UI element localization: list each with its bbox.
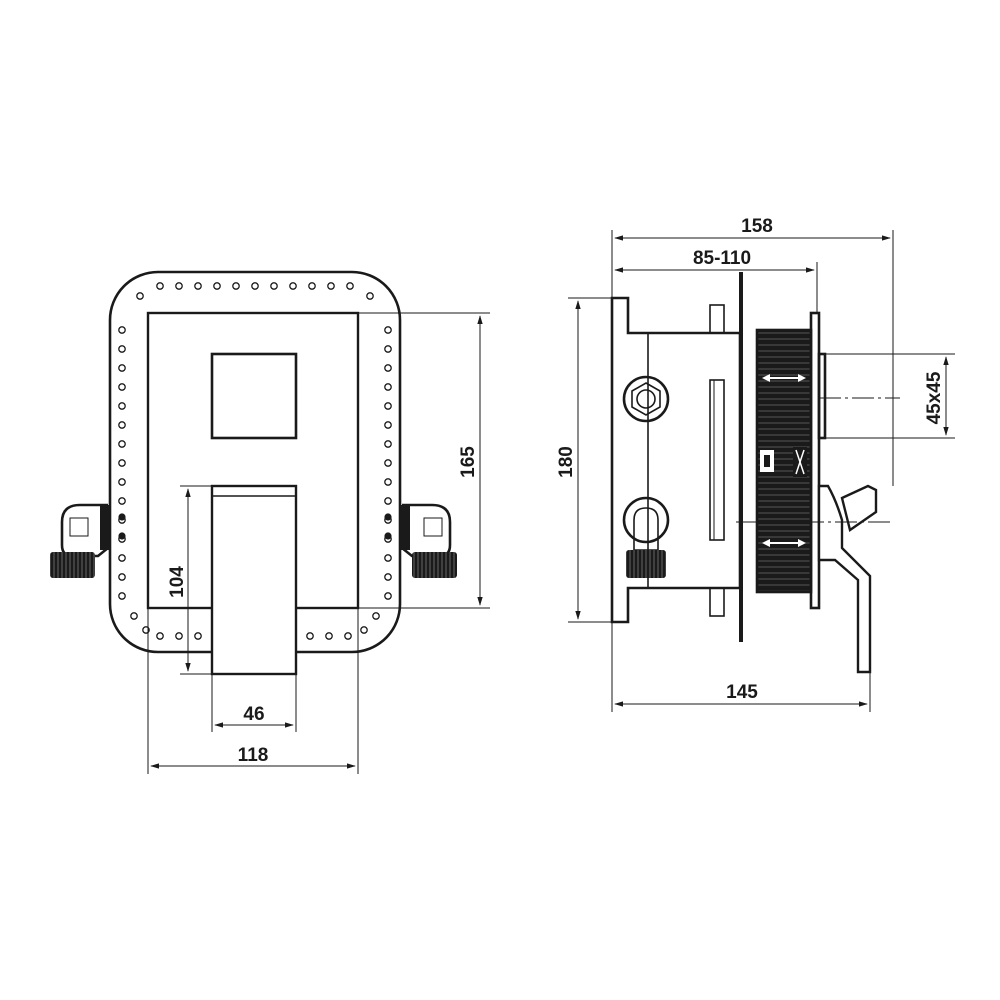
screw-hole	[118, 402, 126, 410]
screw-hole	[213, 282, 221, 290]
screw-hole	[360, 626, 368, 634]
dim-46: 46	[211, 674, 297, 732]
screw-hole	[384, 364, 392, 372]
dim-180: 180	[556, 297, 612, 623]
screw-hole	[118, 478, 126, 486]
dim-45x45-label: 45x45	[924, 371, 945, 424]
lower-outlet-thread	[626, 550, 666, 578]
dim-165-label: 165	[458, 446, 479, 478]
side-view: 158 85-110 180 45x45 145	[556, 216, 955, 712]
screw-hole	[118, 592, 126, 600]
side-lever-handle	[817, 484, 872, 674]
screw-hole	[384, 326, 392, 334]
screw-hole-filled	[118, 513, 126, 521]
screw-hole	[327, 282, 335, 290]
dim-180-label: 180	[556, 446, 577, 478]
screw-hole	[175, 632, 183, 640]
dim-158-label: 158	[741, 216, 773, 237]
screw-hole	[384, 440, 392, 448]
screw-hole	[136, 292, 144, 300]
screw-hole	[194, 282, 202, 290]
dim-158: 158	[611, 216, 894, 486]
screw-hole	[232, 282, 240, 290]
dim-85-110-label: 85-110	[693, 248, 751, 269]
screw-hole	[194, 632, 202, 640]
screw-hole-filled	[118, 532, 126, 540]
screw-hole	[384, 421, 392, 429]
screw-hole	[118, 554, 126, 562]
max-marking	[793, 447, 807, 477]
screw-hole	[346, 282, 354, 290]
left-inlet-thread	[50, 552, 95, 578]
screw-hole	[118, 497, 126, 505]
dim-145: 145	[611, 622, 871, 712]
screw-hole	[325, 632, 333, 640]
screw-hole	[384, 592, 392, 600]
screw-hole	[270, 282, 278, 290]
screw-hole-filled	[384, 532, 392, 540]
dim-104: 104	[167, 485, 212, 675]
screw-hole	[384, 383, 392, 391]
side-diverter-button	[817, 352, 827, 440]
screw-hole	[344, 632, 352, 640]
dim-45x45: 45x45	[825, 353, 955, 439]
left-inlet-connector	[50, 503, 110, 578]
dim-46-label: 46	[243, 704, 264, 725]
screw-hole	[384, 478, 392, 486]
dim-165: 165	[358, 312, 490, 609]
screw-hole	[251, 282, 259, 290]
wall-line	[739, 272, 743, 642]
front-view: 165 104 46 118	[50, 270, 490, 774]
lever-handle	[210, 484, 298, 676]
screw-hole	[156, 632, 164, 640]
screw-hole	[372, 612, 380, 620]
screw-hole	[118, 345, 126, 353]
right-inlet-thread	[412, 552, 457, 578]
screw-hole	[384, 402, 392, 410]
screw-hole	[384, 573, 392, 581]
screw-hole	[384, 459, 392, 467]
screw-hole	[130, 612, 138, 620]
screw-hole-filled	[384, 513, 392, 521]
screw-hole	[306, 632, 314, 640]
dim-118-label: 118	[238, 745, 269, 766]
diverter-button	[210, 352, 298, 440]
screw-hole	[118, 383, 126, 391]
screw-hole	[156, 282, 164, 290]
dim-118: 118	[147, 608, 359, 774]
screw-hole	[175, 282, 183, 290]
screw-hole	[308, 282, 316, 290]
screw-hole	[366, 292, 374, 300]
dim-104-label: 104	[167, 566, 188, 598]
screw-hole	[118, 326, 126, 334]
right-inlet-connector	[400, 503, 457, 578]
dim-145-label: 145	[726, 682, 758, 703]
dim-85-110: 85-110	[611, 248, 818, 313]
lower-outlet-connector	[622, 496, 670, 578]
screw-hole	[118, 459, 126, 467]
screw-hole	[118, 364, 126, 372]
screw-hole	[118, 573, 126, 581]
upper-hex-outlet	[622, 375, 670, 423]
screw-hole	[118, 440, 126, 448]
mounting-box-screw-holes	[118, 282, 392, 640]
screw-hole	[384, 497, 392, 505]
screw-hole	[384, 554, 392, 562]
screw-hole	[384, 345, 392, 353]
screw-hole	[289, 282, 297, 290]
screw-hole	[118, 421, 126, 429]
